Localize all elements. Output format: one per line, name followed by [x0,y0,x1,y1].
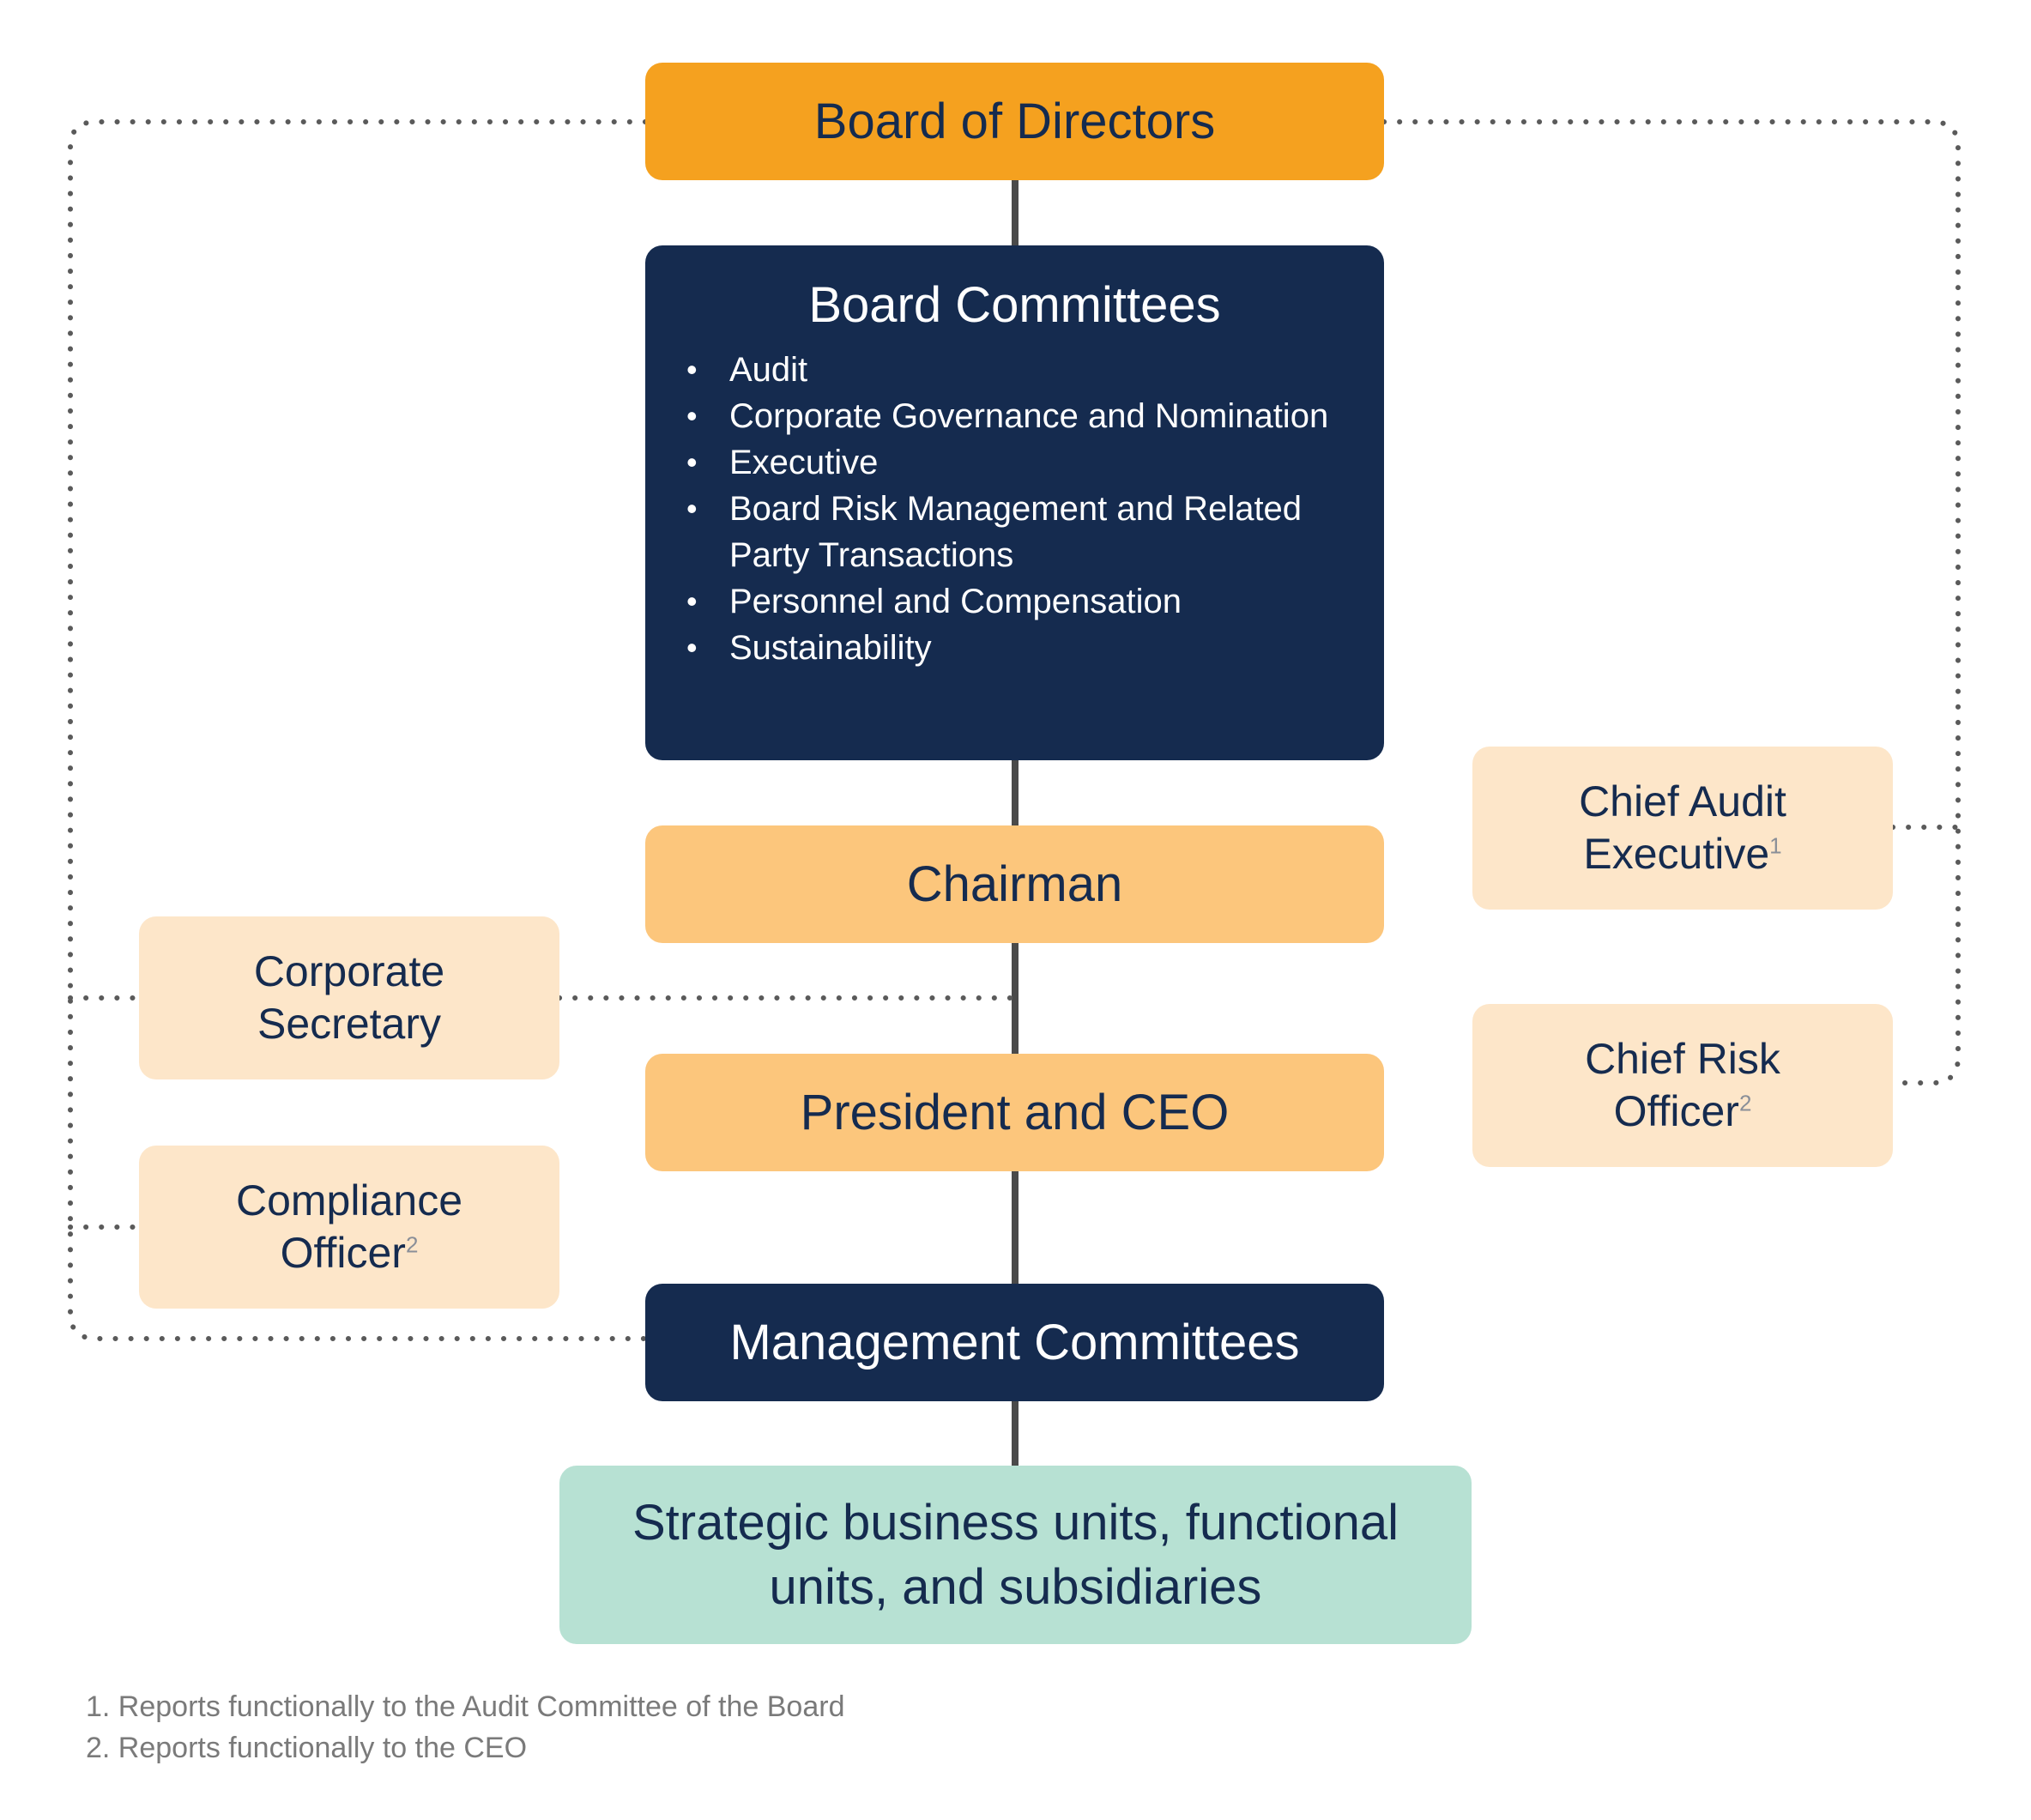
footnote-1: 1. Reports functionally to the Audit Com… [86,1690,845,1723]
committee-list: Audit Corporate Governance and Nominatio… [645,347,1384,671]
chief-risk-line2: Officer [1613,1087,1739,1135]
footnote-marker: 2 [1738,1090,1752,1116]
committee-item: Corporate Governance and Nomination [686,393,1350,439]
chairman-label: Chairman [906,856,1123,912]
footnote-2: 2. Reports functionally to the CEO [86,1732,528,1764]
chief-risk-line1: Chief Risk [1585,1035,1780,1083]
compliance-officer-line2-wrap: Officer2 [281,1227,419,1279]
dotted-left-loop [68,119,648,1341]
business-units-line1: Strategic business units, functional [632,1494,1399,1551]
compliance-officer-box: Compliance Officer2 [139,1146,559,1309]
committee-item: Executive [686,439,1350,486]
compliance-officer-line1: Compliance [235,1176,462,1224]
footnote-marker: 2 [405,1231,419,1258]
dotted-right-loop [1381,119,1961,1085]
committee-item: Audit [686,347,1350,393]
board-of-directors-box: Board of Directors [645,63,1384,180]
chief-audit-line2: Executive [1583,830,1770,878]
chairman-box: Chairman [645,825,1384,943]
president-ceo-label: President and CEO [800,1084,1230,1140]
footnotes: 1. Reports functionally to the Audit Com… [86,1686,844,1769]
corporate-secretary-line1: Corporate [253,947,445,995]
president-ceo-box: President and CEO [645,1054,1384,1171]
board-of-directors-label: Board of Directors [813,93,1216,149]
committee-item: Sustainability [686,625,1350,671]
board-committees-box: Board Committees Audit Corporate Governa… [645,245,1384,760]
board-committees-title: Board Committees [808,277,1221,333]
chief-risk-line2-wrap: Officer2 [1614,1085,1752,1138]
chief-audit-line1: Chief Audit [1579,777,1786,825]
committee-item: Board Risk Management and Related Party … [686,486,1350,578]
business-units-line2: units, and subsidiaries [769,1559,1262,1615]
management-committees-box: Management Committees [645,1284,1384,1401]
chief-audit-line2-wrap: Executive1 [1583,828,1781,880]
management-committees-label: Management Committees [729,1314,1300,1370]
compliance-officer-line2: Officer [280,1229,406,1277]
committee-item: Personnel and Compensation [686,578,1350,625]
chief-risk-officer-box: Chief Risk Officer2 [1472,1004,1893,1167]
business-units-box: Strategic business units, functional uni… [559,1466,1472,1644]
chief-audit-executive-box: Chief Audit Executive1 [1472,747,1893,910]
corporate-secretary-line2: Secretary [257,1000,441,1048]
footnote-marker: 1 [1769,832,1782,859]
corporate-secretary-box: Corporate Secretary [139,916,559,1079]
